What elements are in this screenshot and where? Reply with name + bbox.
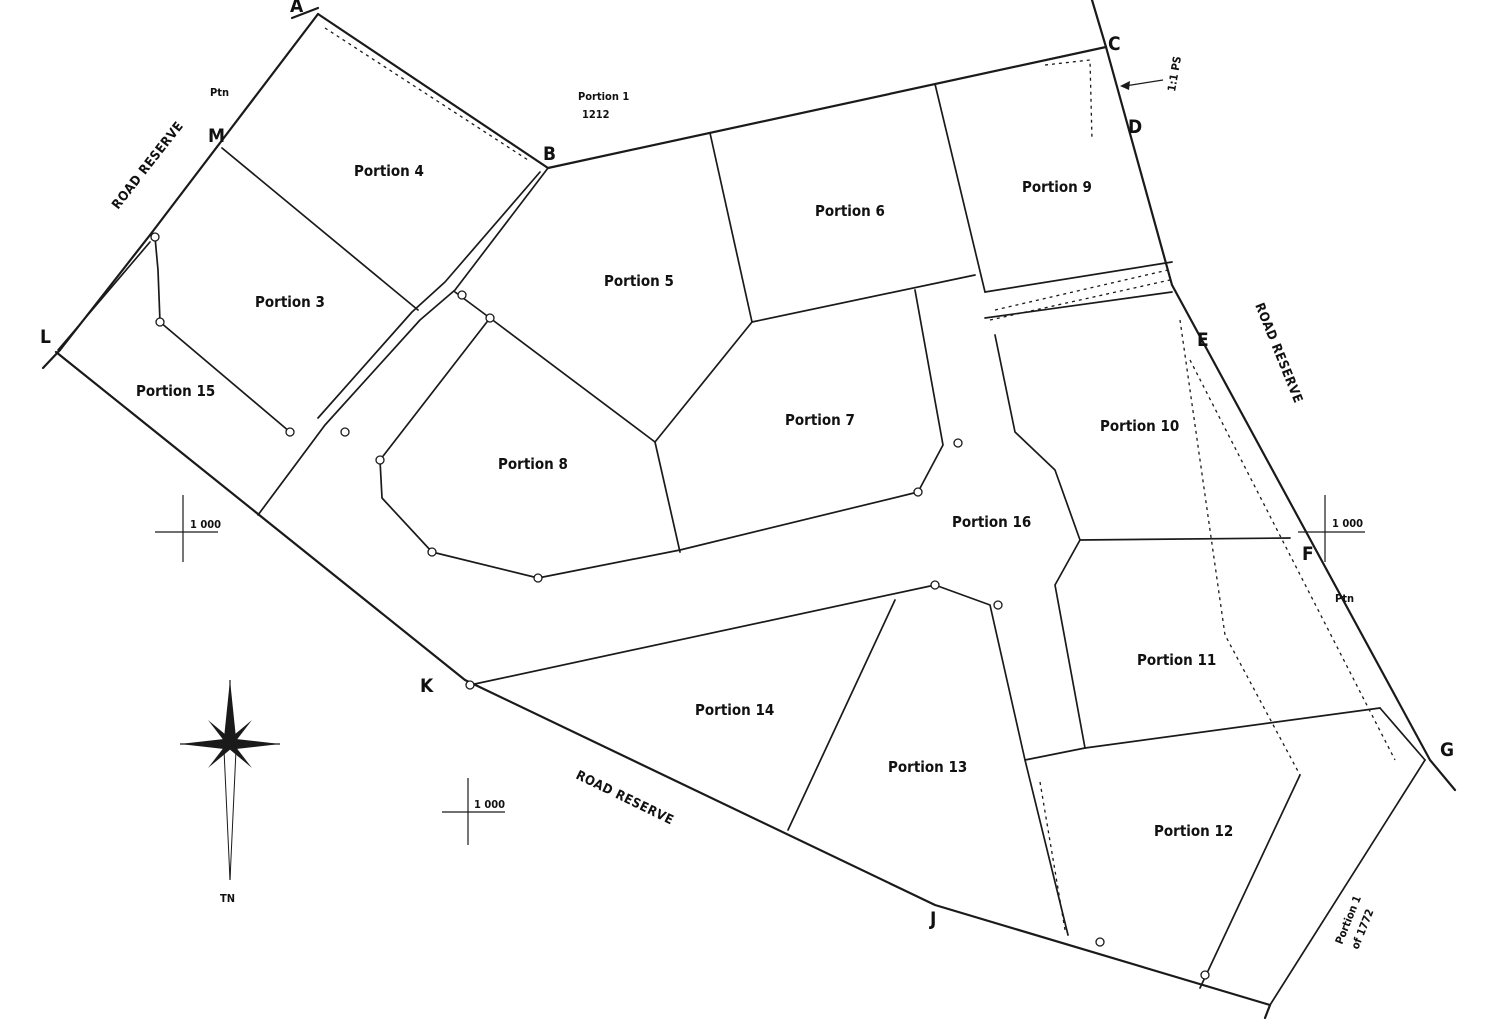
- portion-label: Portion 16: [952, 513, 1031, 531]
- corner-label-g: G: [1440, 739, 1454, 761]
- right-small-label: Ptn: [1335, 592, 1354, 605]
- corner-label-j: J: [929, 908, 936, 930]
- portion-label: Portion 15: [136, 382, 215, 400]
- road-label-bottom: ROAD RESERVE: [573, 768, 676, 828]
- corner-label-k: K: [420, 675, 434, 697]
- portion-label: Portion 6: [815, 202, 885, 220]
- corner-label-c: C: [1108, 33, 1121, 55]
- north-arrow: TN: [180, 680, 280, 905]
- left-small-label: Ptn: [210, 86, 229, 99]
- grid-reference-left: 1 000: [155, 495, 221, 562]
- corner-labels: A B C D E F G J K L M: [40, 0, 1454, 930]
- portion-label: Portion 13: [888, 758, 967, 776]
- portion-lines: [57, 83, 1426, 1006]
- grid-coord: 1 000: [1332, 517, 1363, 530]
- portion-label: Portion 10: [1100, 417, 1179, 435]
- grid-reference-bottom: 1 000: [442, 778, 505, 845]
- portion-labels: Portion 4 Portion 3 Portion 15 Portion 5…: [136, 162, 1233, 840]
- road-label-right: ROAD RESERVE: [1251, 301, 1305, 406]
- north-label: TN: [220, 892, 235, 905]
- portion-label: Portion 8: [498, 455, 568, 473]
- portion-label: Portion 3: [255, 293, 325, 311]
- annotations: Portion 1 1212 Portion 1 of 1772 Ptn Ptn…: [210, 55, 1377, 951]
- portion-label: Portion 12: [1154, 822, 1233, 840]
- portion-label: Portion 9: [1022, 178, 1092, 196]
- corner-label-d: D: [1128, 116, 1142, 138]
- corner-label-m: M: [208, 125, 225, 147]
- portion-label: Portion 7: [785, 411, 855, 429]
- grid-reference-right: 1 000: [1298, 495, 1365, 562]
- corner-label-e: E: [1197, 329, 1209, 351]
- corner-label-b: B: [543, 143, 556, 165]
- portion-label: Portion 4: [354, 162, 424, 180]
- corner-label-a: A: [290, 0, 304, 17]
- portion-label: Portion 14: [695, 701, 774, 719]
- survey-pegs: [150, 232, 1210, 980]
- portion-top-number: 1212: [582, 108, 610, 121]
- grid-coord: 1 000: [474, 798, 505, 811]
- portion-top-label: Portion 1: [578, 90, 629, 103]
- dashed-lines: [324, 27, 1396, 931]
- road-label-left: ROAD RESERVE: [109, 119, 187, 212]
- arrow-note: 1:1 PS: [1165, 55, 1184, 92]
- outer-boundary: [41, 0, 1457, 1020]
- portion-label: Portion 11: [1137, 651, 1216, 669]
- grid-coord: 1 000: [190, 518, 221, 531]
- portion-label: Portion 5: [604, 272, 674, 290]
- corner-label-l: L: [40, 326, 51, 348]
- corner-label-f: F: [1302, 543, 1314, 565]
